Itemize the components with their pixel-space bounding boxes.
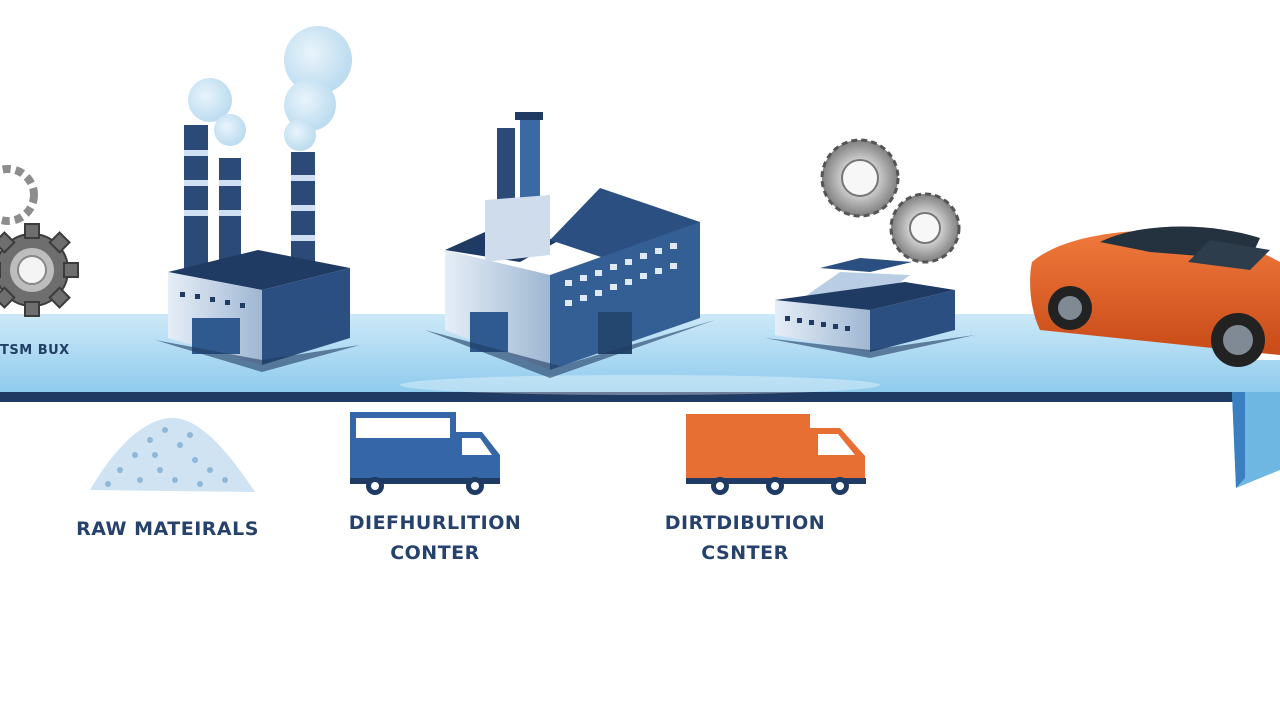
factory-building-icon	[425, 112, 715, 378]
gear-icon	[0, 223, 79, 317]
warehouse-icon	[765, 258, 975, 358]
gear-icon	[889, 192, 961, 264]
stage-label-raw-materials: RAW MATEIRALS	[76, 518, 259, 540]
stage-label-line: DIEFHURLITION	[348, 512, 522, 534]
truck-icon	[686, 414, 866, 495]
stage-label-distribution-center-1: DIEFHURLITION CONTER	[330, 508, 540, 568]
smokestack-factory-icon	[155, 26, 360, 372]
raw-material-pile-icon	[90, 417, 255, 492]
truck-icon	[350, 412, 500, 495]
gear-icon	[820, 138, 900, 218]
band-label: TSM BUX	[0, 343, 70, 358]
gear-icon	[0, 165, 38, 225]
stage-label-line: DIRTDIBUTION	[664, 512, 826, 534]
stage-label-line: CONTER	[390, 542, 480, 564]
stage-label-distribution-center-2: DIRTDIBUTION CSNTER	[640, 508, 850, 568]
stage-label-line: CSNTER	[701, 542, 789, 564]
car-icon	[1030, 226, 1280, 367]
